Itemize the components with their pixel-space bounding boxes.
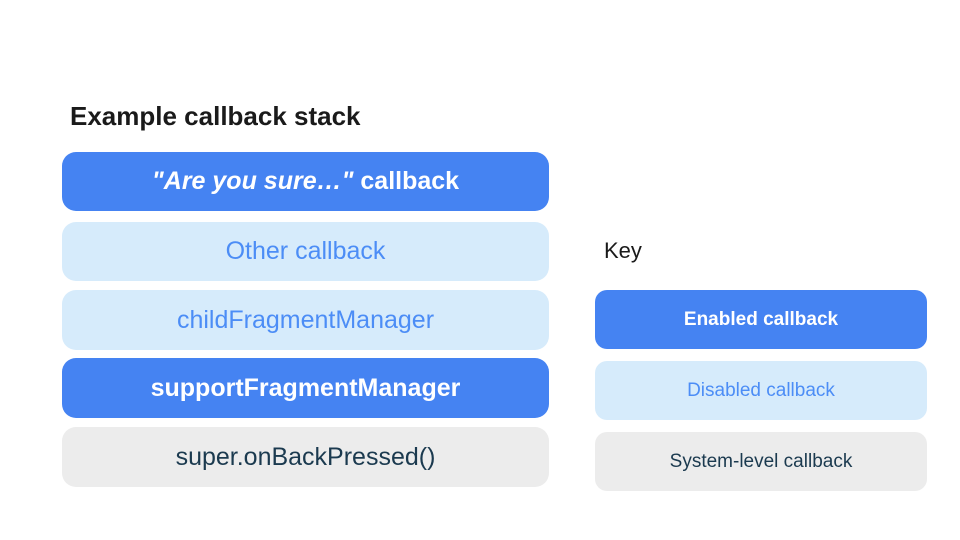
callback-box-super-onbackpressed: super.onBackPressed() bbox=[62, 427, 549, 487]
callback-box-are-you-sure-quoted-text: "Are you sure…" bbox=[151, 167, 354, 195]
callback-box-supportfragmentmanager: supportFragmentManager bbox=[62, 358, 549, 418]
callback-box-other: Other callback bbox=[62, 222, 549, 281]
callback-box-are-you-sure: "Are you sure…" callback bbox=[62, 152, 549, 211]
callback-box-are-you-sure-rest-text: callback bbox=[353, 167, 460, 195]
diagram-title: Example callback stack bbox=[70, 101, 361, 131]
key-heading: Key bbox=[604, 238, 642, 263]
key-box-enabled-callback: Enabled callback bbox=[595, 290, 927, 349]
callback-box-childfragmentmanager: childFragmentManager bbox=[62, 290, 549, 350]
key-box-disabled-callback: Disabled callback bbox=[595, 361, 927, 420]
key-box-system-level-callback: System-level callback bbox=[595, 432, 927, 491]
